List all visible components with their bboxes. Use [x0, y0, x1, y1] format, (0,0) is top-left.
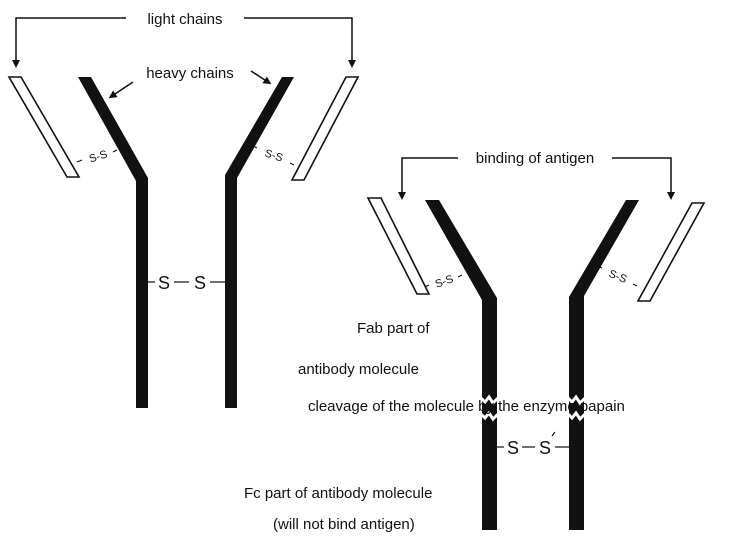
cleaved-hinge-s2: S: [539, 438, 551, 458]
heavy-chain-arrow-right: [251, 71, 268, 82]
intact-hinge-s2: S: [194, 273, 206, 293]
cleaved-light-chain-left: [368, 198, 429, 294]
intact-ss-left-text: S-S: [88, 148, 109, 165]
intact-light-chain-right: [292, 77, 358, 180]
fc-label-line2: (will not bind antigen): [273, 516, 415, 533]
intact-disulfide-left: S-S: [77, 148, 117, 165]
intact-light-chain-left: [9, 77, 79, 177]
heavy-chains-label: heavy chains: [146, 65, 234, 82]
cleaved-heavy-chain-right: [569, 200, 639, 530]
intact-disulfide-right: S-S: [253, 146, 294, 165]
fab-label-line1: Fab part of: [357, 320, 430, 337]
cleaved-disulfide-left: S-S: [425, 273, 462, 291]
cleaved-ss-right-text: S-S: [607, 268, 629, 286]
cleaved-ss-left-text: S-S: [434, 273, 455, 291]
light-chains-label: light chains: [147, 11, 222, 28]
intact-ss-right-text: S-S: [263, 147, 284, 164]
heavy-chain-arrow-left: [112, 82, 133, 96]
cleaved-hinge-s1: S: [507, 438, 519, 458]
cleaved-light-chain-right: [638, 203, 704, 301]
fc-label-line1: Fc part of antibody molecule: [244, 485, 432, 502]
cleaved-antibody: binding of antigen S-S S-S S: [244, 150, 704, 533]
intact-heavy-chain-left: [78, 77, 148, 408]
cleavage-label: cleavage of the molecule by the enzyme p…: [308, 398, 625, 415]
intact-antibody: light chains heavy chains S-S S-S S S: [9, 11, 358, 408]
cleaved-disulfide-right: S-S: [598, 266, 637, 286]
intact-hinge-s1: S: [158, 273, 170, 293]
intact-hinge-disulfide: S S: [148, 273, 225, 293]
fab-label-line2: antibody molecule: [298, 361, 419, 378]
binding-of-antigen-label: binding of antigen: [476, 150, 594, 167]
cleaved-hinge-disulfide: S S: [497, 432, 569, 458]
intact-heavy-chain-right: [225, 77, 294, 408]
cleaved-heavy-chain-left: [425, 200, 497, 530]
